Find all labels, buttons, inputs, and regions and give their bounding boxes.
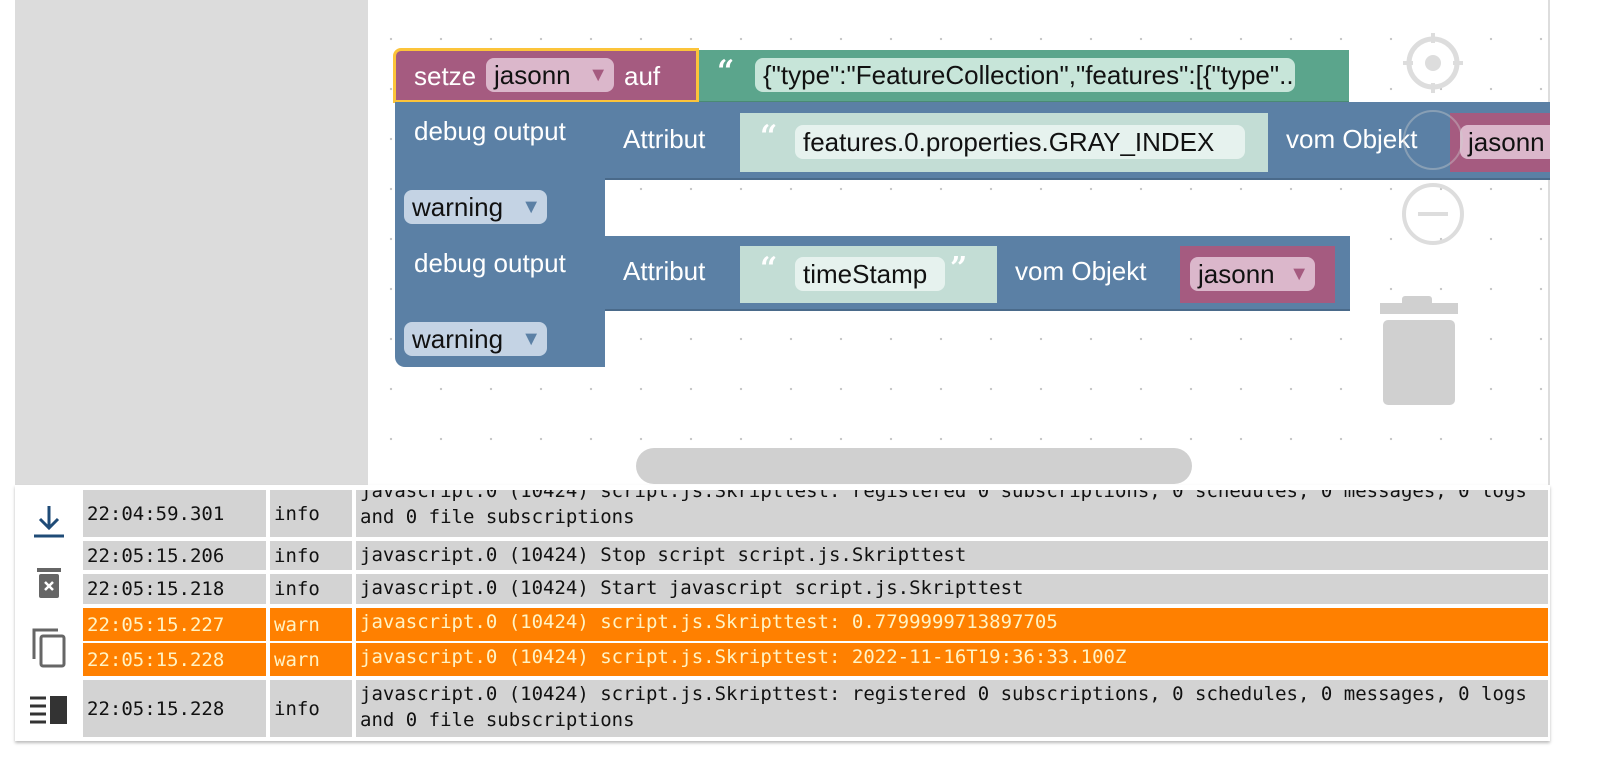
log-time: 22:04:59.301 xyxy=(83,490,266,537)
dropdown-arrow-icon: ▼ xyxy=(588,64,608,86)
object-variable-dropdown[interactable]: jasonn xyxy=(1460,125,1550,159)
level-dropdown[interactable]: warning ▼ xyxy=(404,190,547,224)
copy-button[interactable] xyxy=(15,623,82,673)
debug-output-block[interactable]: debug output warning ▼ xyxy=(395,236,605,367)
attribute-text-block[interactable]: “ features.0.properties.GRAY_INDEX xyxy=(740,113,1268,172)
toggle-columns-button[interactable] xyxy=(15,685,82,735)
log-time: 22:05:15.228 xyxy=(83,680,266,737)
left-panel xyxy=(15,0,368,485)
object-variable-name: jasonn xyxy=(1468,127,1545,157)
variable-name: jasonn xyxy=(494,60,571,90)
level-value: warning xyxy=(412,192,504,222)
close-quote-icon: ” xyxy=(950,251,968,286)
text-value-field[interactable]: {"type":"FeatureCollection","features":[… xyxy=(755,58,1295,92)
log-message: javascript.0 (10424) Stop script script.… xyxy=(356,541,1548,570)
attribute-text-block[interactable]: “ timeStamp ” xyxy=(740,246,997,303)
dropdown-arrow-icon: ▼ xyxy=(1289,263,1309,285)
set-keyword: setze xyxy=(414,61,477,91)
log-level: warn xyxy=(270,643,352,676)
attribute-label: Attribut xyxy=(623,256,706,286)
log-level: info xyxy=(270,574,352,604)
dropdown-arrow-icon: ▼ xyxy=(521,328,541,350)
text-value: {"type":"FeatureCollection","features":[… xyxy=(763,60,1295,90)
log-time: 22:05:15.206 xyxy=(83,541,266,570)
log-level: warn xyxy=(270,608,352,641)
log-message: javascript.0 (10424) script.js.Skripttes… xyxy=(356,490,1548,537)
log-message: javascript.0 (10424) Start javascript sc… xyxy=(356,574,1548,604)
copy-icon xyxy=(32,628,65,668)
object-variable-name: jasonn xyxy=(1198,259,1275,289)
log-toolbar xyxy=(15,485,82,741)
zoom-in-icon[interactable] xyxy=(1401,108,1465,172)
attribute-label: Attribut xyxy=(623,124,706,154)
debug-output-block[interactable]: debug output warning ▼ xyxy=(395,102,605,236)
scroll-down-icon xyxy=(33,506,64,538)
trash-icon[interactable] xyxy=(1376,296,1460,408)
log-message-text: javascript.0 (10424) Stop script script.… xyxy=(360,544,967,566)
object-label: vom Objekt xyxy=(1015,256,1147,286)
attribute-value: timeStamp xyxy=(803,259,928,289)
debug-label: debug output xyxy=(414,248,566,278)
variable-dropdown[interactable]: jasonn ▼ xyxy=(486,58,614,92)
attribute-block[interactable]: Attribut “ timeStamp ” vom Objekt jasonn… xyxy=(605,236,1350,311)
open-quote-icon: “ xyxy=(717,54,735,89)
log-level: info xyxy=(270,680,352,737)
object-variable-dropdown[interactable]: jasonn ▼ xyxy=(1190,257,1315,291)
to-keyword: auf xyxy=(624,61,661,91)
scroll-down-button[interactable] xyxy=(15,495,82,545)
log-message-text: javascript.0 (10424) script.js.Skripttes… xyxy=(360,646,1127,668)
horizontal-scrollbar[interactable] xyxy=(636,448,1192,484)
attribute-value-field[interactable]: features.0.properties.GRAY_INDEX xyxy=(795,125,1245,159)
attribute-block[interactable]: Attribut “ features.0.properties.GRAY_IN… xyxy=(605,102,1550,180)
log-message-text: javascript.0 (10424) script.js.Skripttes… xyxy=(360,683,1539,731)
level-dropdown[interactable]: warning ▼ xyxy=(404,322,547,356)
log-level: info xyxy=(270,490,352,537)
attribute-value: features.0.properties.GRAY_INDEX xyxy=(803,127,1215,157)
level-value: warning xyxy=(412,324,504,354)
open-quote-icon: “ xyxy=(760,251,778,286)
log-message: javascript.0 (10424) script.js.Skripttes… xyxy=(356,680,1548,737)
clear-log-icon xyxy=(36,568,61,598)
dropdown-arrow-icon: ▼ xyxy=(521,196,541,218)
log-time: 22:05:15.218 xyxy=(83,574,266,604)
log-time: 22:05:15.227 xyxy=(83,608,266,641)
log-message: javascript.0 (10424) script.js.Skripttes… xyxy=(356,608,1548,641)
log-level: info xyxy=(270,541,352,570)
toggle-columns-icon xyxy=(29,696,67,724)
clear-log-button[interactable] xyxy=(15,561,82,605)
log-message-text: javascript.0 (10424) script.js.Skripttes… xyxy=(360,611,1058,633)
attribute-value-field[interactable]: timeStamp xyxy=(795,257,945,291)
recenter-icon[interactable] xyxy=(1400,30,1466,96)
zoom-out-icon[interactable] xyxy=(1401,182,1465,246)
open-quote-icon: “ xyxy=(760,119,778,154)
log-message-text: javascript.0 (10424) Start javascript sc… xyxy=(360,577,1024,599)
set-variable-block[interactable]: setze jasonn ▼ auf xyxy=(393,48,699,103)
text-block[interactable]: “ {"type":"FeatureCollection","features"… xyxy=(699,50,1349,103)
log-time: 22:05:15.228 xyxy=(83,643,266,676)
log-message: javascript.0 (10424) script.js.Skripttes… xyxy=(356,643,1548,676)
object-variable-block[interactable]: jasonn ▼ xyxy=(1180,246,1335,303)
debug-label: debug output xyxy=(414,116,566,146)
object-label: vom Objekt xyxy=(1286,124,1418,154)
object-variable-block[interactable]: jasonn xyxy=(1450,113,1550,172)
log-message-text: javascript.0 (10424) script.js.Skripttes… xyxy=(360,490,1539,528)
